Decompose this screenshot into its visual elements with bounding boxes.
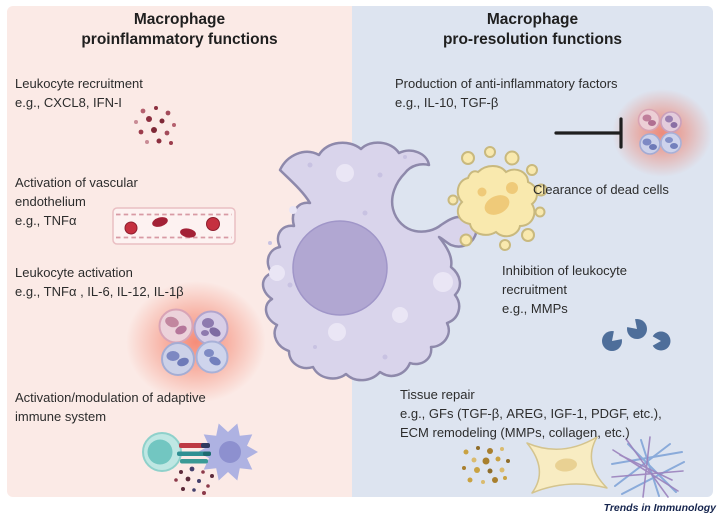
pro-resolution-title: Macrophage pro-resolution functions <box>442 11 623 48</box>
left-item-adaptive-label: Activation/modulation of adaptive immune… <box>15 390 206 424</box>
left-item-activation-label: Leukocyte activation <box>15 265 133 280</box>
mmp-enzymes-icon <box>602 316 671 351</box>
right-item-antiinflammatory-label: Production of anti-inflammatory factors <box>395 76 618 91</box>
cytokine-dots-icon <box>134 106 176 145</box>
right-item-antiinflammatory-example: e.g., IL-10, TGF-β <box>395 95 499 110</box>
macrophage-nucleus <box>292 220 388 316</box>
secreted-dots <box>174 466 214 495</box>
left-item-recruitment-label: Leukocyte recruitment <box>15 76 143 91</box>
inflammation-glow-right <box>612 89 712 177</box>
apoptotic-cell-icon <box>447 146 548 251</box>
proinflammatory-title: Macrophage proinflammatory functions <box>81 11 278 48</box>
macrophage-cell-icon <box>261 141 478 382</box>
ecm-fibers-icon <box>611 436 685 498</box>
inhibition-bar-icon <box>554 117 623 149</box>
leukocyte-cluster-small-icon <box>637 108 682 155</box>
growth-factor-dots-icon <box>462 446 510 484</box>
inflammation-glow-left <box>126 281 266 403</box>
right-item-inhibition-example: e.g., MMPs <box>502 301 568 316</box>
left-item-endothelium-example: e.g., TNFα <box>15 213 77 228</box>
right-item-repair-example: e.g., GFs (TGF-β, AREG, IGF-1, PDGF, etc… <box>400 406 662 440</box>
fibroblast-icon <box>526 436 608 494</box>
macrophage-vesicles <box>269 164 453 341</box>
leukocyte-cluster-icon <box>158 308 229 376</box>
right-item-repair-label: Tissue repair <box>400 387 475 402</box>
right-item-clearance-label: Clearance of dead cells <box>533 182 669 197</box>
left-item-endothelium-label: Activation of vascular endothelium <box>15 175 138 209</box>
t-cell-synapse-icon <box>142 423 258 495</box>
right-item-inhibition-label: Inhibition of leukocyte recruitment <box>502 263 628 297</box>
blood-vessel-icon <box>112 207 236 245</box>
journal-brand: Trends in Immunology <box>603 502 716 514</box>
left-item-activation-example: e.g., TNFα , IL-6, IL-12, IL-1β <box>15 284 184 299</box>
left-item-recruitment-example: e.g., CXCL8, IFN-I <box>15 95 122 110</box>
macrophage-granules <box>268 155 407 360</box>
